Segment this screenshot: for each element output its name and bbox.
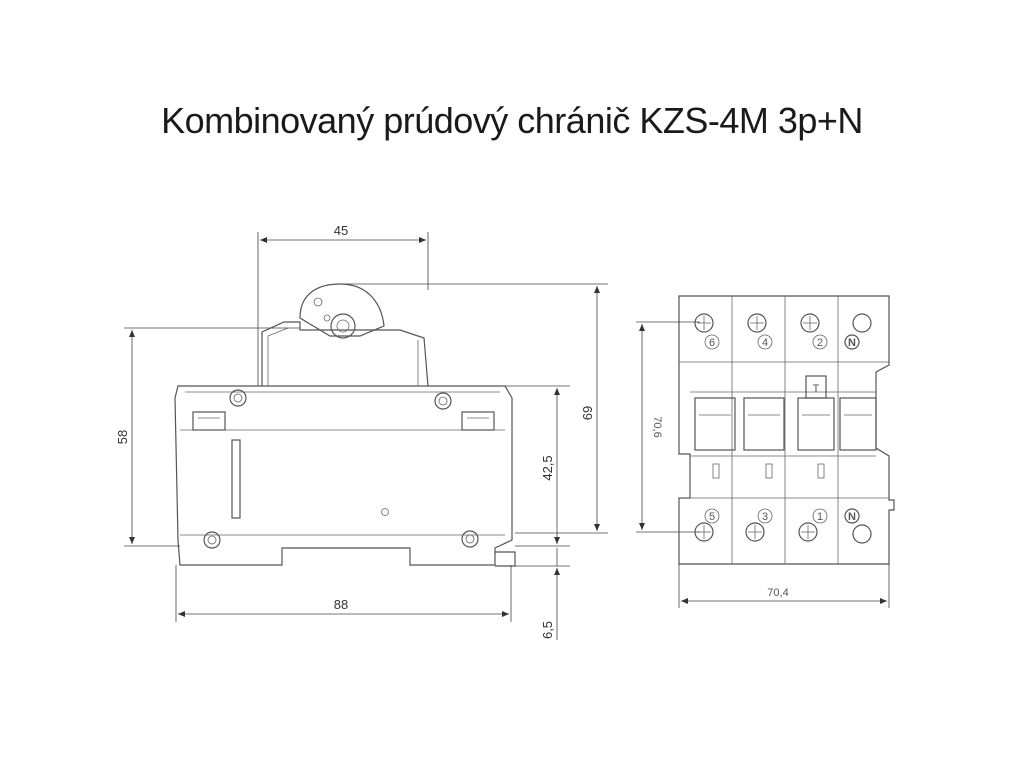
- terminal-label-bottom-4: N: [848, 511, 856, 523]
- terminal-label-bottom-2: 3: [762, 511, 768, 523]
- bottom-terminals: 5 3 1 N: [694, 508, 872, 544]
- din-clip-frame: [261, 321, 429, 387]
- side-view: [174, 283, 516, 567]
- test-button-label: T: [813, 383, 820, 395]
- terminal-screw: 4: [747, 313, 773, 350]
- toggle-lever: [299, 283, 385, 337]
- page-title: Kombinovaný prúdový chránič KZS-4M 3p+N: [161, 100, 863, 141]
- terminal-screw: 3: [745, 508, 773, 542]
- terminal-label-bottom-3: 1: [817, 511, 823, 523]
- dim-width-70-4: 70,4: [767, 587, 788, 599]
- terminal-screw: N: [844, 313, 872, 350]
- terminal-label-top-2: 4: [762, 337, 768, 349]
- dim-width-88: 88: [334, 597, 348, 612]
- terminal-label-bottom-1: 5: [709, 511, 715, 523]
- front-view: T: [678, 295, 895, 565]
- terminal-screw: 2: [800, 313, 828, 350]
- side-body-outline: [174, 385, 513, 566]
- front-dimensions: 70,6 70,4: [636, 321, 890, 608]
- terminal-label-top-1: 6: [709, 337, 715, 349]
- front-body-outline: [678, 295, 895, 565]
- terminal-screw: 1: [798, 508, 828, 542]
- terminal-screw: 6: [694, 313, 720, 350]
- dim-height-58: 58: [115, 430, 130, 444]
- side-dimensions: 45 58 42,5 69 88 6,5: [115, 223, 608, 640]
- dim-width-45: 45: [334, 223, 348, 238]
- dim-height-42-5: 42,5: [540, 455, 555, 480]
- terminal-screw: 5: [694, 508, 720, 542]
- terminal-label-top-4: N: [848, 337, 856, 349]
- dim-offset-6-5: 6,5: [540, 621, 555, 639]
- terminal-screw: N: [844, 508, 872, 544]
- terminal-label-top-3: 2: [817, 337, 823, 349]
- top-terminals: 6 4 2 N: [694, 313, 872, 350]
- dim-height-70-6: 70,6: [651, 416, 663, 437]
- dim-height-69: 69: [580, 406, 595, 420]
